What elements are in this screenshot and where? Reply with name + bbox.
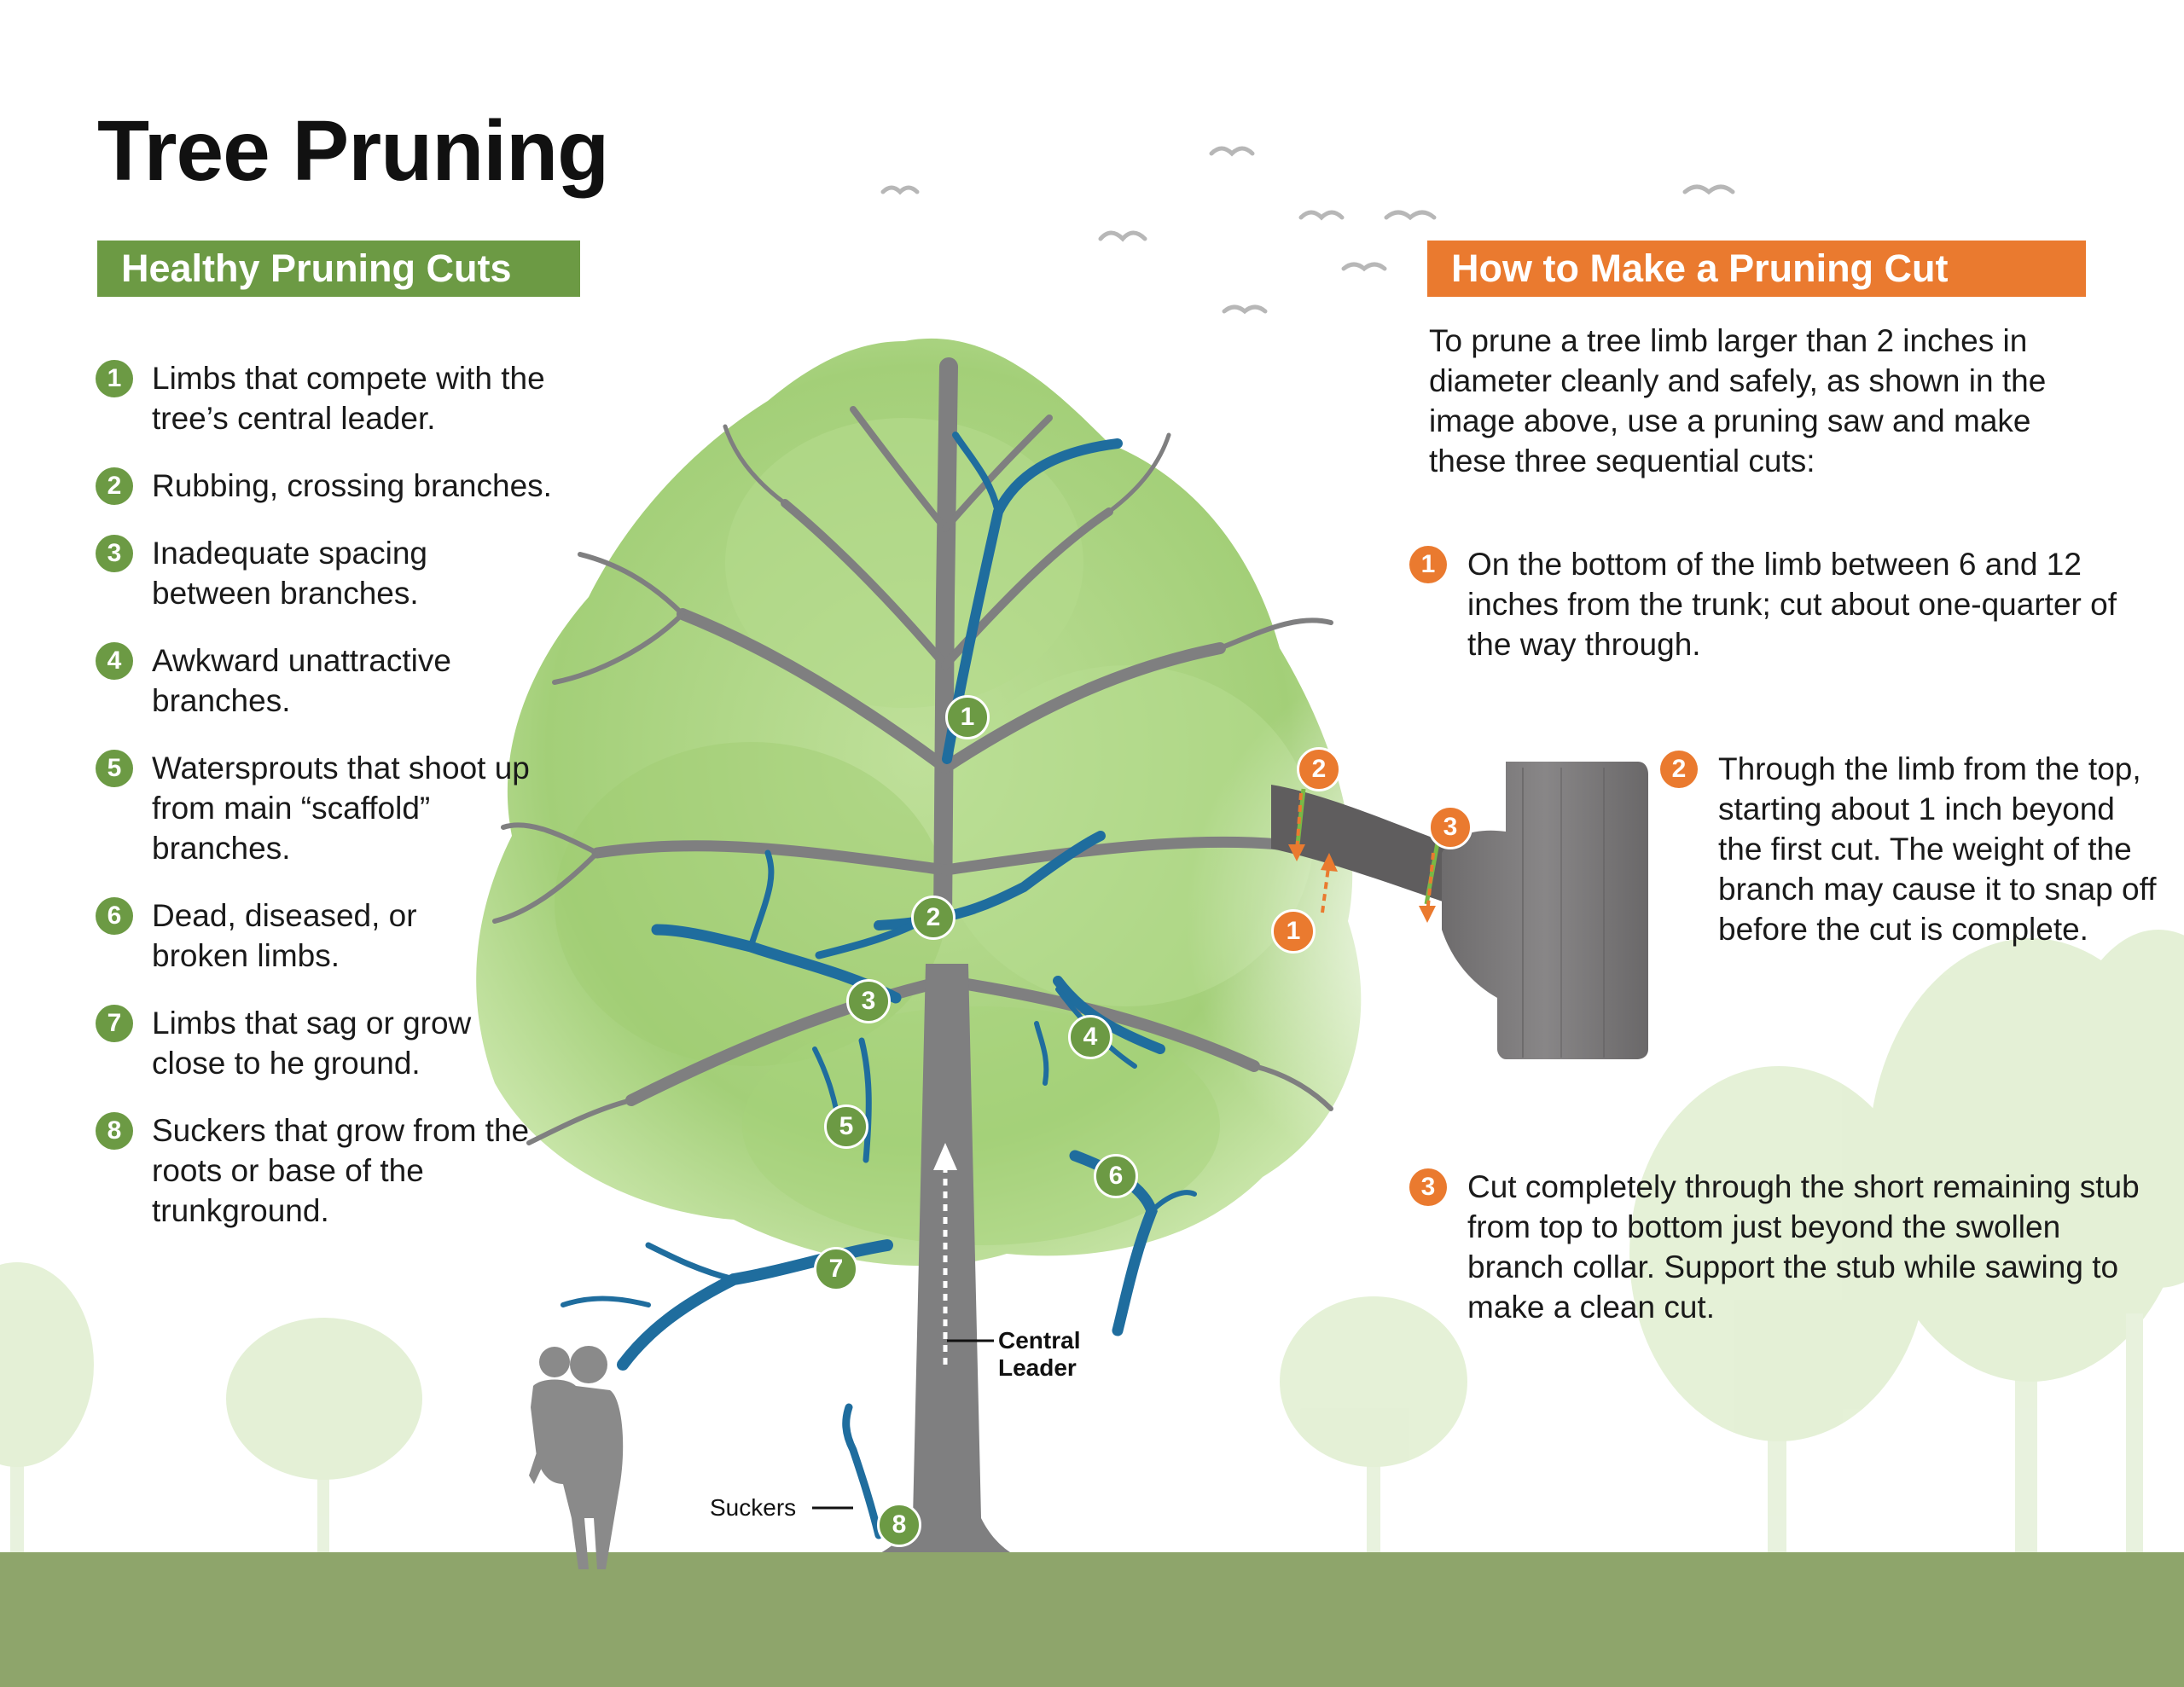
- number-badge: 7: [96, 1005, 133, 1042]
- tree-marker-2: 2: [911, 896, 956, 940]
- person-silhouette: [529, 1346, 624, 1569]
- cut-step-3: 3 Cut completely through the short remai…: [1409, 1167, 2150, 1327]
- cut-step-2: 2 Through the limb from the top, startin…: [1660, 749, 2162, 949]
- number-badge: 8: [96, 1112, 133, 1150]
- limb-detail: [1271, 762, 1648, 1059]
- list-item-text: Limbs that sag or grow close to he groun…: [152, 1006, 472, 1081]
- number-badge: 1: [1409, 546, 1447, 583]
- page-title: Tree Pruning: [97, 103, 609, 199]
- list-item: 2 Rubbing, crossing branches.: [96, 466, 616, 506]
- how-to-heading: How to Make a Pruning Cut: [1427, 241, 2086, 297]
- step-text: Through the limb from the top, starting …: [1718, 751, 2157, 947]
- step-text: Cut completely through the short remaini…: [1467, 1169, 2140, 1325]
- number-badge: 2: [1660, 751, 1698, 788]
- list-item-text: Limbs that compete with the tree’s centr…: [152, 361, 545, 436]
- list-item: 5 Watersprouts that shoot up from main “…: [96, 748, 553, 868]
- tree-marker-3: 3: [846, 979, 891, 1023]
- cut-marker-3: 3: [1428, 805, 1472, 849]
- list-item-text: Rubbing, crossing branches.: [152, 468, 552, 503]
- list-item: 1 Limbs that compete with the tree’s cen…: [96, 358, 616, 438]
- number-badge: 4: [96, 642, 133, 680]
- number-badge: 3: [1409, 1168, 1447, 1206]
- cut-step-1: 1 On the bottom of the limb between 6 an…: [1409, 544, 2133, 664]
- number-badge: 5: [96, 750, 133, 787]
- list-item: 4 Awkward unattractive branches.: [96, 641, 553, 721]
- healthy-cuts-heading: Healthy Pruning Cuts: [97, 241, 580, 297]
- healthy-cuts-list: 1 Limbs that compete with the tree’s cen…: [96, 358, 616, 1231]
- list-item-text: Awkward unattractive branches.: [152, 643, 451, 718]
- tree-branches: [492, 357, 1368, 1145]
- how-to-intro: To prune a tree limb larger than 2 inche…: [1429, 323, 2047, 478]
- list-item: 6 Dead, diseased, or broken limbs.: [96, 896, 502, 976]
- central-leader-arrow: [933, 1143, 994, 1365]
- tree-crown: [476, 338, 1362, 1267]
- background-trees: [0, 930, 2184, 1552]
- tree-marker-5: 5: [824, 1104, 868, 1149]
- list-item-text: Watersprouts that shoot up from main “sc…: [152, 751, 530, 866]
- central-leader-label: Central Leader: [998, 1327, 1081, 1381]
- cut-marker-1: 1: [1271, 909, 1316, 954]
- list-item: 3 Inadequate spacing between branches.: [96, 533, 553, 613]
- list-item-text: Inadequate spacing between branches.: [152, 536, 427, 611]
- tree-marker-8: 8: [877, 1503, 921, 1547]
- number-badge: 2: [96, 467, 133, 505]
- list-item-text: Dead, diseased, or broken limbs.: [152, 898, 417, 973]
- suckers-label: Suckers: [710, 1494, 797, 1521]
- number-badge: 3: [96, 535, 133, 572]
- list-item-text: Suckers that grow from the roots or base…: [152, 1113, 530, 1228]
- birds: [880, 146, 1735, 315]
- tree-marker-6: 6: [1094, 1154, 1138, 1198]
- tree-marker-4: 4: [1068, 1015, 1112, 1059]
- trunk: [853, 964, 1041, 1565]
- number-badge: 6: [96, 897, 133, 935]
- number-badge: 1: [96, 360, 133, 397]
- ground: [0, 1552, 2184, 1687]
- tree-marker-1: 1: [945, 695, 990, 739]
- tree-marker-7: 7: [814, 1247, 858, 1291]
- list-item: 7 Limbs that sag or grow close to he gro…: [96, 1003, 476, 1083]
- list-item: 8 Suckers that grow from the roots or ba…: [96, 1110, 587, 1231]
- step-text: On the bottom of the limb between 6 and …: [1467, 547, 2117, 662]
- cut-marker-2: 2: [1297, 747, 1341, 791]
